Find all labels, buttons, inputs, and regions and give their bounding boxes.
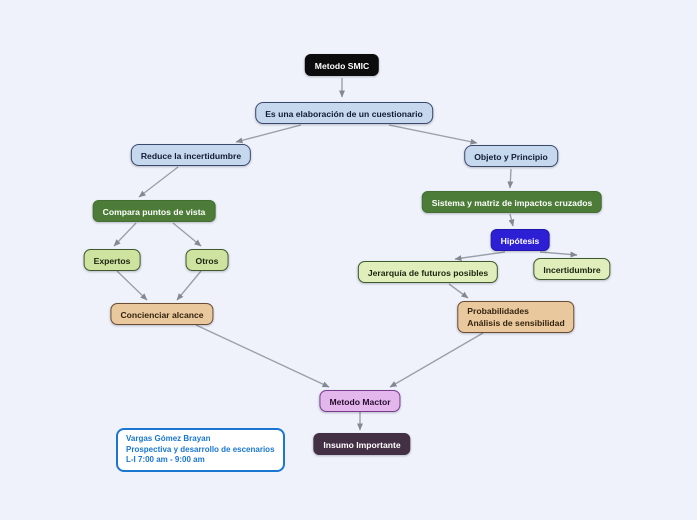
node-metodo-smic[interactable]: Metodo SMIC [304, 54, 380, 76]
node-expertos[interactable]: Expertos [83, 249, 141, 271]
credit-textbox[interactable]: Vargas Gómez Brayan Prospectiva y desarr… [116, 428, 285, 472]
node-sistema-matriz[interactable]: Sistema y matriz de impactos cruzados [421, 191, 603, 213]
edge-cuestionario-objeto [388, 124, 478, 145]
edge-sistema-hipotesis [508, 213, 515, 227]
edge-reduce-compara [138, 166, 179, 198]
node-reduce-incertidumbre[interactable]: Reduce la incertidumbre [130, 144, 252, 166]
edge-objeto-sistema [507, 168, 514, 189]
node-objeto-principio[interactable]: Objeto y Principio [464, 145, 558, 167]
credit-schedule: L-I 7:00 am - 9:00 am [126, 455, 205, 464]
credit-course: Prospectiva y desarrollo de escenarios [126, 444, 275, 454]
edge-compara-otros [172, 222, 202, 247]
node-insumo-importante[interactable]: Insumo Importante [313, 433, 411, 455]
node-incertidumbre[interactable]: Incertidumbre [533, 258, 611, 280]
edge-concienciar-mactor [195, 324, 330, 388]
node-jerarquia-futuros[interactable]: Jerarquía de futuros posibles [357, 261, 499, 283]
node-hipotesis[interactable]: Hipótesis [490, 229, 550, 251]
credit-author: Vargas Gómez Brayan [126, 434, 211, 443]
edge-otros-concienciar [176, 270, 202, 301]
node-otros[interactable]: Otros [185, 249, 229, 271]
probabilidades-line1: Probabilidades [467, 306, 529, 316]
edge-hipotesis-incertidumbre [539, 251, 578, 258]
edge-jerarquia-probabilidades [448, 283, 469, 299]
node-metodo-mactor[interactable]: Metodo Mactor [319, 390, 401, 412]
edge-compara-expertos [113, 222, 137, 247]
node-probabilidades-analisis[interactable]: Probabilidades Análisis de sensibilidad [457, 301, 575, 333]
node-elaboracion-cuestionario[interactable]: Es una elaboración de un cuestionario [255, 102, 433, 124]
node-compara-puntos[interactable]: Compara puntos de vista [92, 200, 216, 222]
edge-probabilidades-mactor [389, 332, 484, 388]
edge-hipotesis-jerarquia [454, 251, 506, 262]
edge-expertos-concienciar [116, 270, 148, 301]
edge-cuestionario-reduce [235, 124, 302, 144]
node-concienciar-alcance[interactable]: Concienciar alcance [110, 303, 214, 325]
probabilidades-line2: Análisis de sensibilidad [467, 318, 565, 328]
